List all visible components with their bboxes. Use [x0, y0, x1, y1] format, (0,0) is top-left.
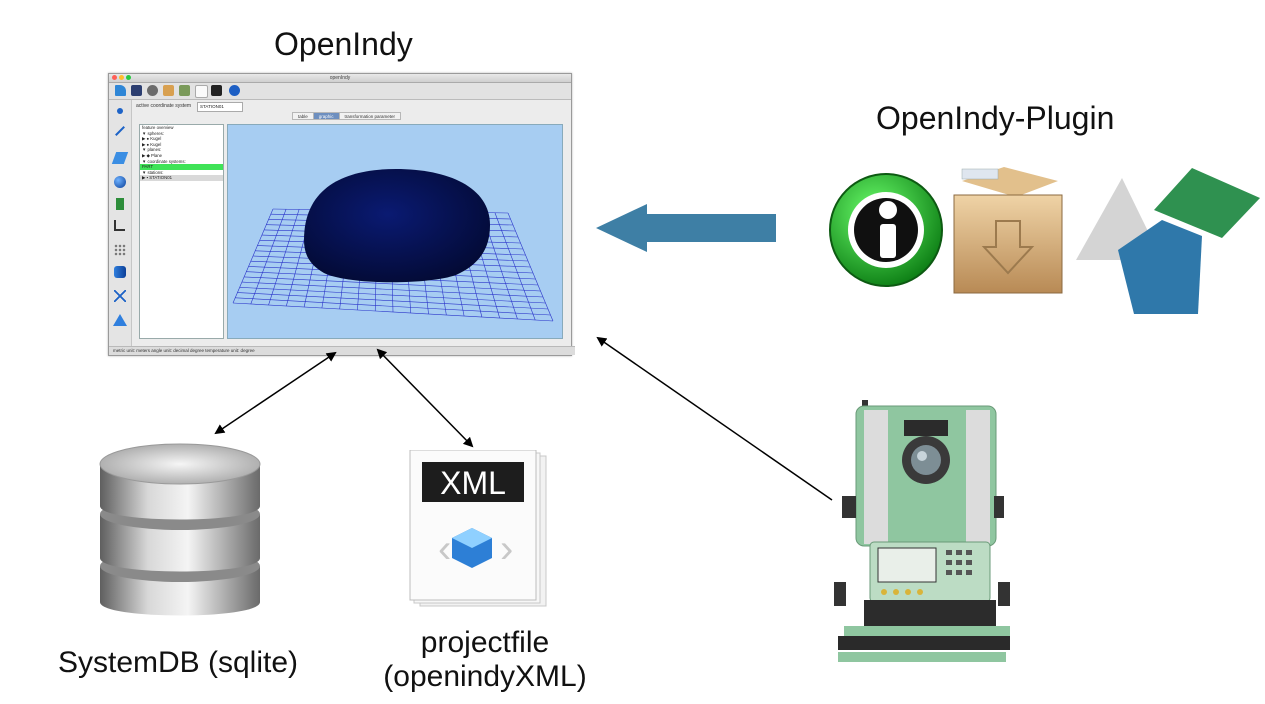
tree-item: feature overview — [142, 125, 174, 130]
grid-line — [235, 297, 551, 316]
scalar-entity-icon[interactable] — [114, 290, 126, 302]
tree-item[interactable]: ▶ ● Kugel — [142, 136, 162, 142]
open-folder-icon[interactable] — [115, 85, 126, 96]
plugin-icon[interactable] — [163, 85, 174, 96]
close-icon[interactable] — [112, 75, 117, 80]
measure-icon[interactable] — [179, 85, 190, 96]
geometric-shapes-icon — [1076, 168, 1260, 314]
status-bar: metric unit: meters angle unit: decimal … — [109, 346, 575, 355]
point-icon[interactable] — [117, 108, 123, 114]
projectfile-caption: projectfile (openindyXML) — [350, 626, 620, 694]
tree-item[interactable]: ▶ ◆ Plane — [142, 152, 162, 158]
grid-line — [494, 212, 536, 321]
projectfile-line2: (openindyXML) — [383, 660, 587, 693]
document-icon[interactable] — [195, 85, 208, 98]
projectfile-line1: projectfile — [420, 626, 550, 659]
total-station-icon — [834, 400, 1010, 662]
svg-text:›: › — [500, 527, 513, 571]
graphic-view[interactable] — [227, 124, 563, 339]
zoom-icon[interactable] — [126, 75, 131, 80]
save-icon[interactable] — [131, 85, 142, 96]
tree-item-selected[interactable]: PART — [140, 164, 223, 170]
window-titlebar: openIndy — [109, 74, 571, 83]
info-icon[interactable] — [229, 85, 240, 96]
tree-item[interactable]: ▼ coordinate systems: — [142, 158, 186, 164]
tree-item-station[interactable]: ▶ ▪ STATION01 — [140, 175, 223, 181]
db-connector — [214, 351, 337, 435]
systemdb-caption: SystemDB (sqlite) — [57, 646, 299, 679]
monitor-icon[interactable] — [211, 85, 222, 96]
openindy-window: openIndy active coordinate system STATIO… — [108, 73, 575, 356]
feature-toolbar — [109, 100, 132, 350]
xml-badge: XML — [440, 465, 506, 501]
cone-icon[interactable] — [113, 314, 127, 326]
grid-line — [239, 287, 546, 304]
tab-transformation-parameter[interactable]: transformation parameter — [338, 112, 402, 120]
point-cloud-icon[interactable] — [114, 244, 126, 256]
sphere-shape — [304, 169, 490, 283]
minimize-icon[interactable] — [119, 75, 124, 80]
xml-file-icon: XML ‹ › — [409, 450, 547, 607]
tree-item[interactable]: ▼ planes: — [142, 147, 162, 153]
info-icon — [829, 173, 943, 287]
window-controls — [112, 75, 131, 80]
toolbar — [109, 83, 571, 100]
view-tabs: table graphic transformation parameter — [292, 112, 402, 120]
sphere-icon[interactable] — [114, 176, 126, 188]
package-box-icon — [953, 167, 1063, 294]
grid-line — [232, 302, 554, 322]
database-icon — [99, 443, 261, 616]
tree-item[interactable]: ▼ stations: — [142, 169, 164, 175]
instrument-connector — [596, 336, 833, 501]
tree-item[interactable]: ▼ spheres: — [142, 130, 164, 136]
grid-line — [507, 212, 554, 322]
plugin-title: OpenIndy-Plugin — [876, 100, 1115, 136]
tree-item[interactable]: ▶ ● Kugel — [142, 141, 162, 147]
feature-tree: feature overview ▼ spheres: ▶ ● Kugel ▶ … — [139, 124, 224, 339]
openindy-title: OpenIndy — [274, 26, 413, 62]
scene-svg — [232, 169, 554, 322]
projectfile-connector — [376, 348, 474, 448]
tool-icon[interactable] — [147, 85, 158, 96]
coordinate-system-icon[interactable] — [114, 220, 125, 231]
svg-text:‹: ‹ — [438, 527, 451, 571]
cylinder-icon[interactable] — [114, 266, 126, 278]
active-cs-label: active coordinate system — [136, 103, 192, 109]
plugin-arrow — [596, 204, 776, 252]
active-cs-select[interactable]: STATION01 — [197, 102, 243, 112]
window-title: openIndy — [329, 75, 351, 81]
station-icon[interactable] — [116, 198, 124, 210]
grid-line — [237, 292, 549, 310]
